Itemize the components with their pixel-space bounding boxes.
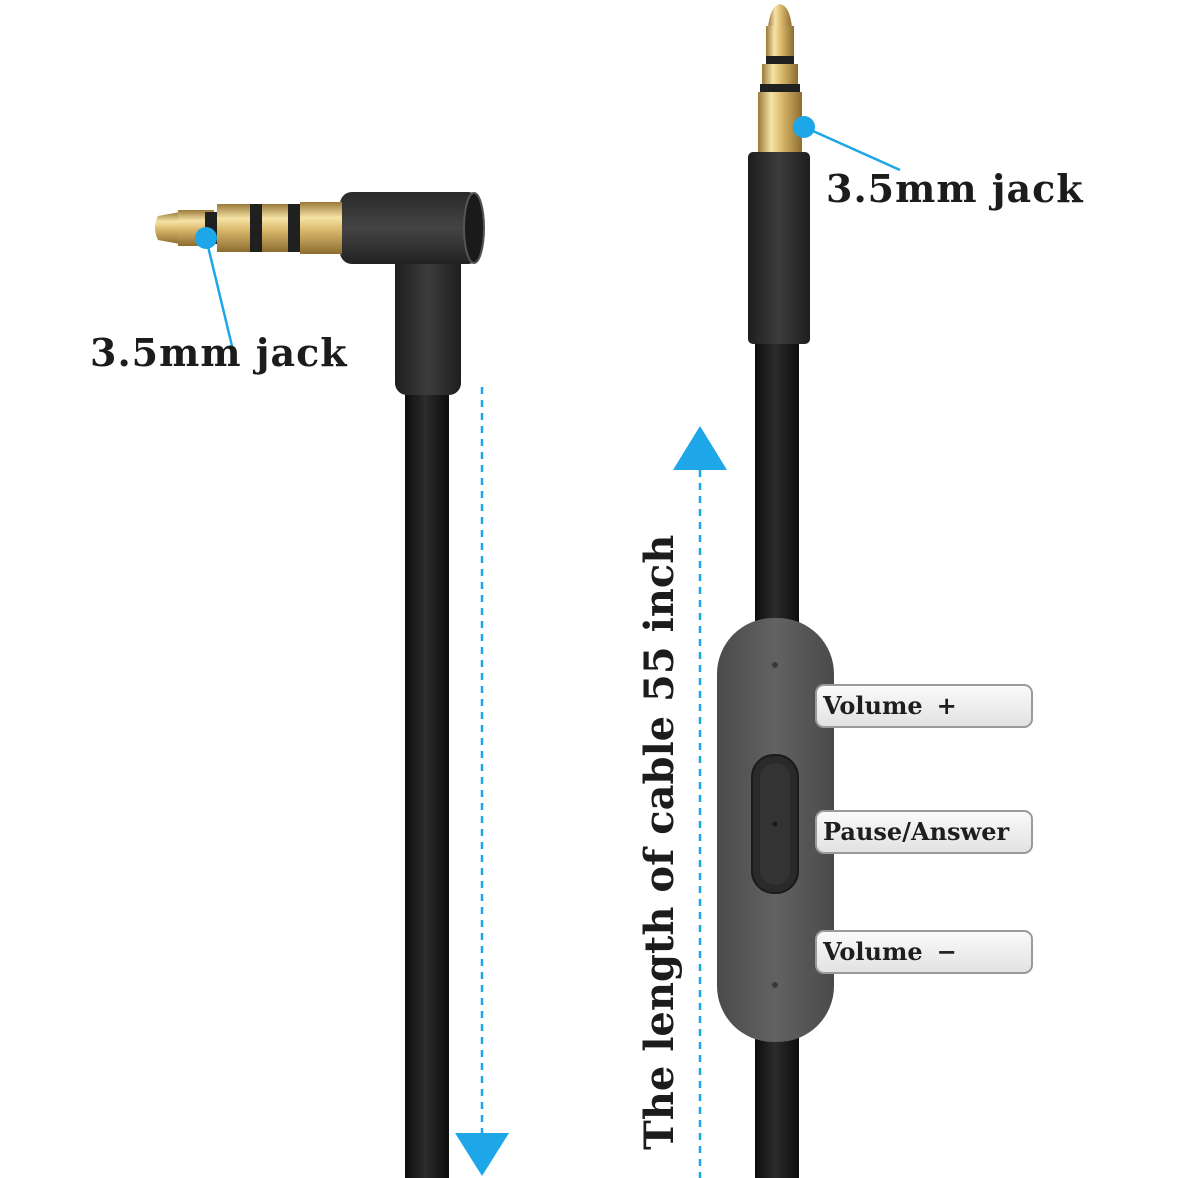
left-jack-tip bbox=[155, 202, 342, 254]
volume-down-label: Volume− bbox=[815, 930, 1033, 974]
pause-answer-text: Pause/Answer bbox=[823, 817, 1010, 846]
volume-down-text: Volume bbox=[823, 937, 923, 966]
right-plug-housing bbox=[748, 152, 810, 344]
volume-up-text: Volume bbox=[823, 691, 923, 720]
left-length-arrow bbox=[455, 387, 509, 1176]
right-length-arrow bbox=[673, 426, 727, 1178]
pause-answer-label: Pause/Answer bbox=[815, 810, 1033, 854]
inline-remote bbox=[717, 618, 834, 1042]
volume-up-label: Volume + bbox=[815, 684, 1033, 728]
right-jack-label: 3.5mm jack bbox=[826, 166, 1084, 211]
left-cable bbox=[405, 375, 449, 1178]
minus-symbol: − bbox=[936, 937, 957, 966]
left-plug-housing bbox=[340, 192, 485, 395]
right-jack-callout bbox=[793, 116, 901, 172]
cable-length-label: The length of cable 55 inch bbox=[636, 534, 683, 1150]
left-jack-label: 3.5mm jack bbox=[90, 330, 348, 375]
left-jack-callout bbox=[195, 227, 234, 347]
plus-symbol: + bbox=[936, 691, 957, 720]
